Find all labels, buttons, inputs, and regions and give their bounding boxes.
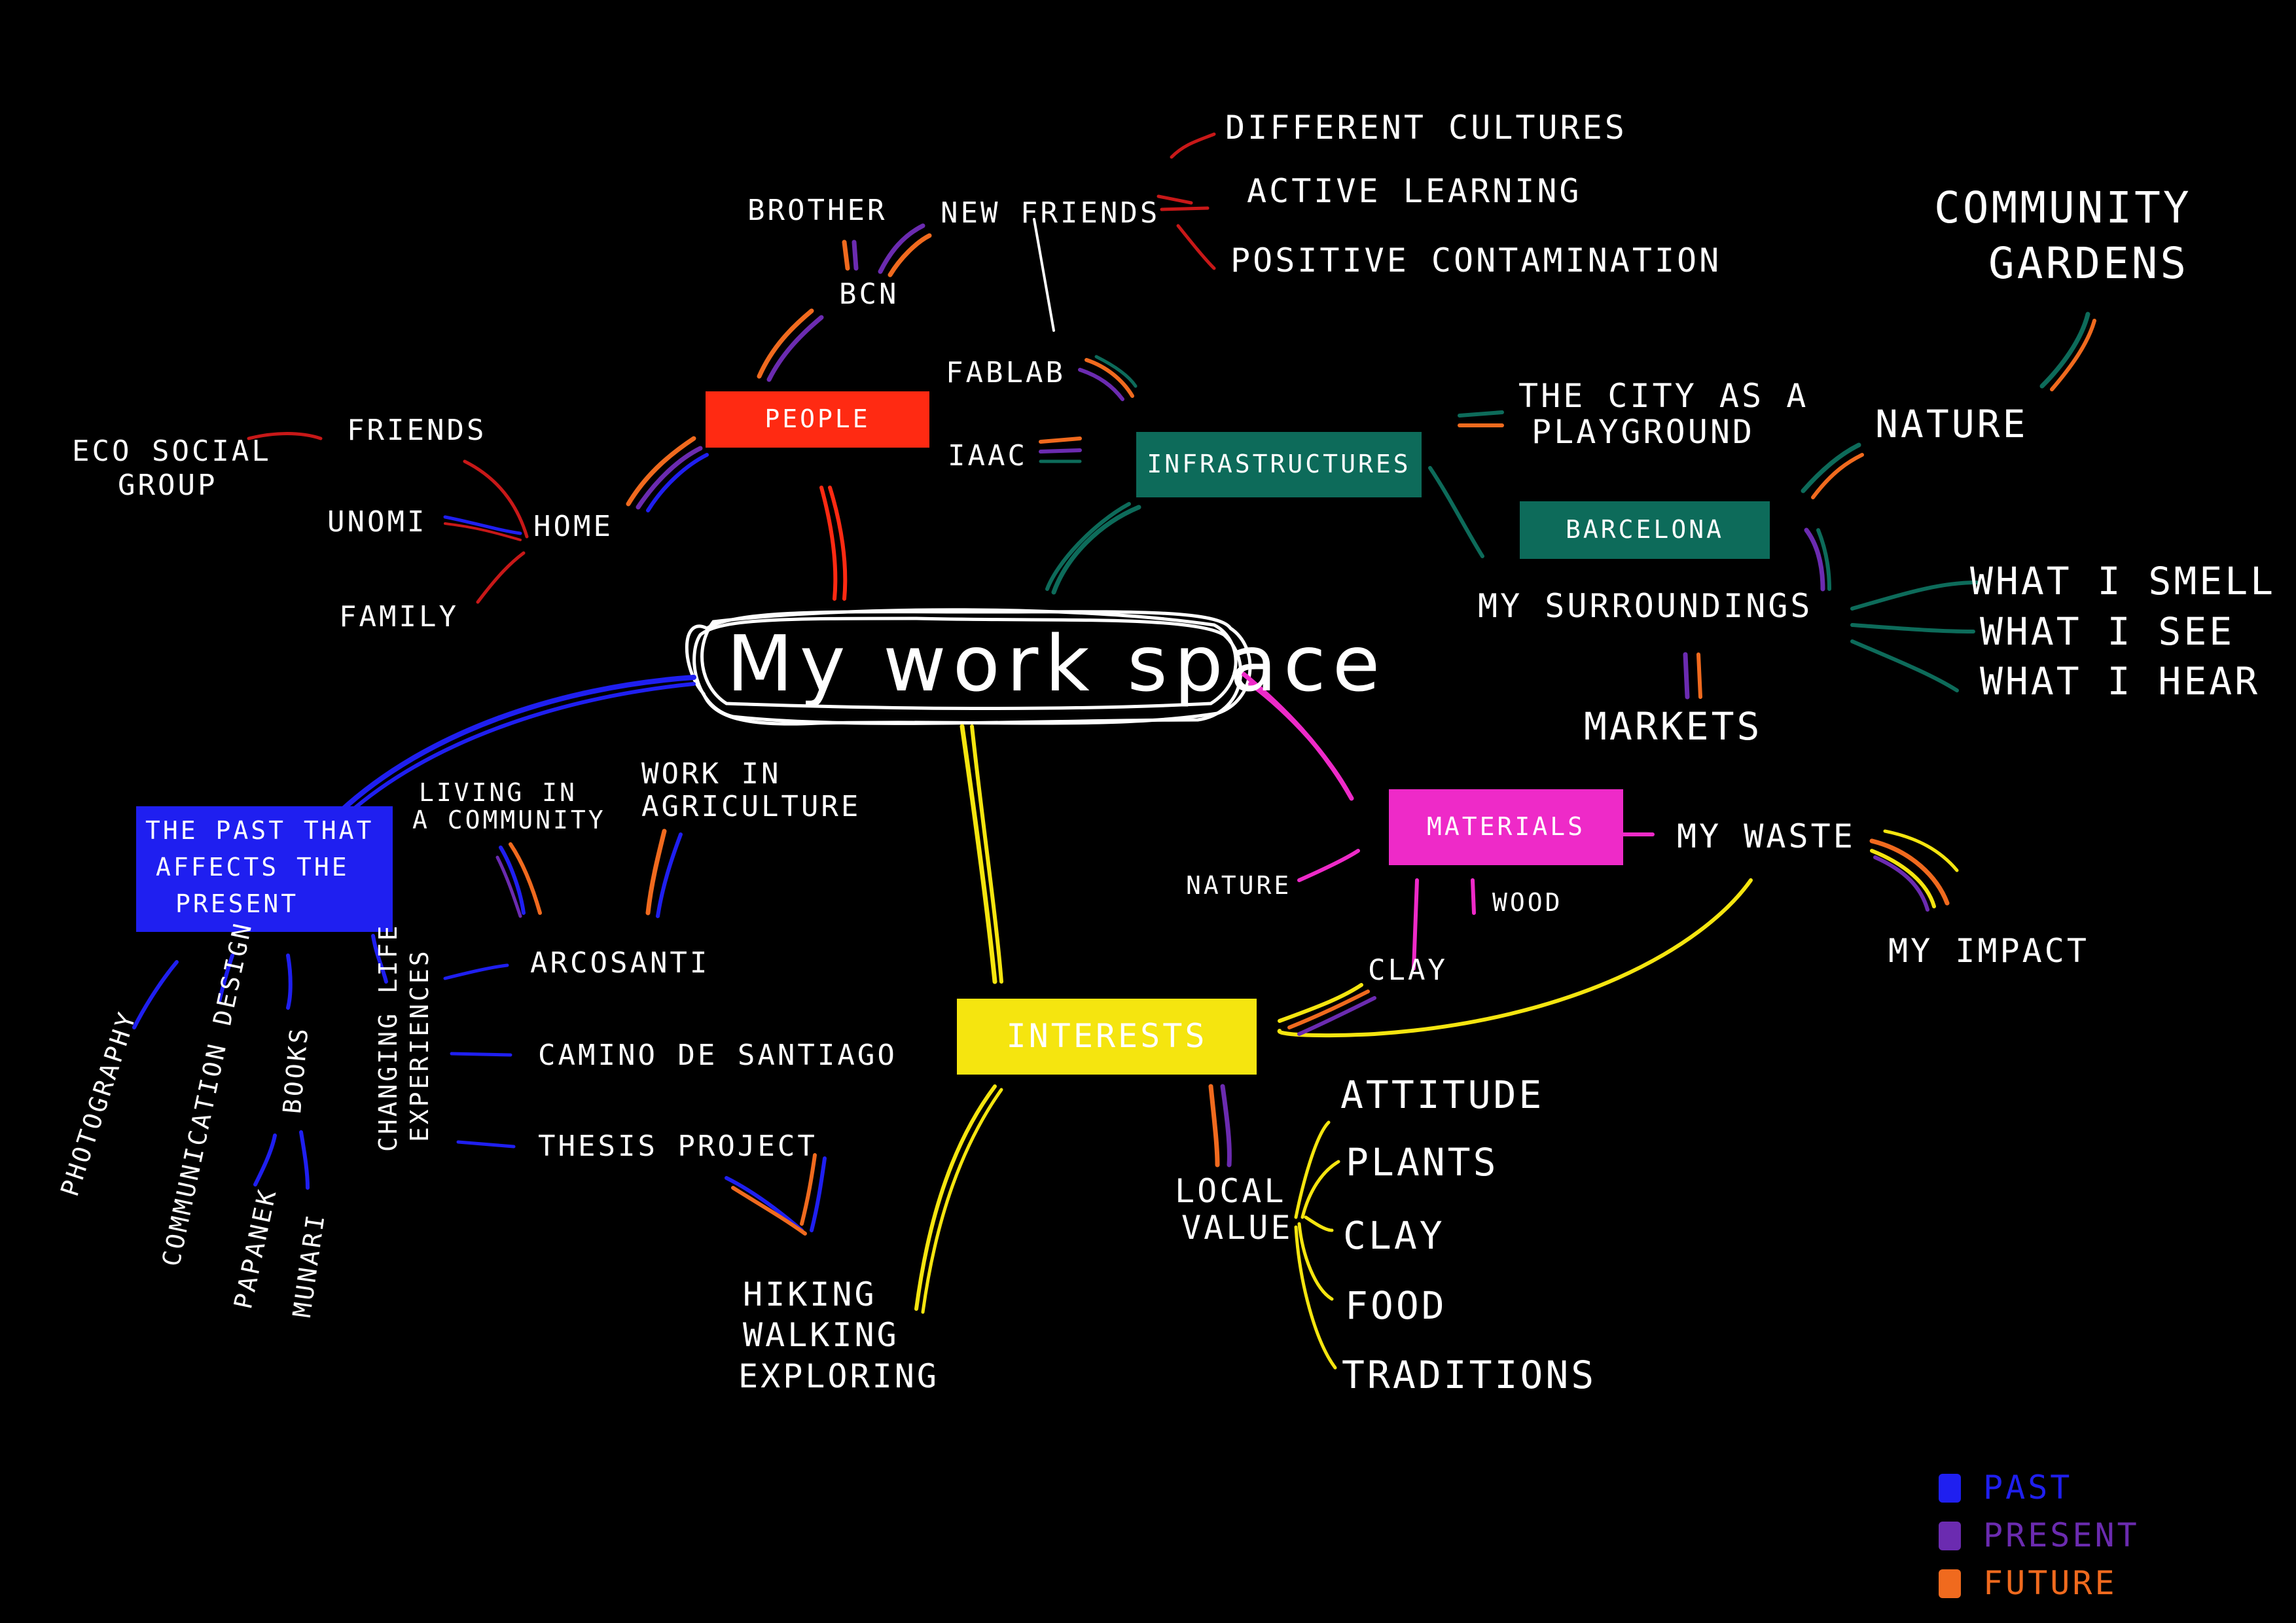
clay-materials-label: CLAY bbox=[1368, 954, 1448, 987]
legend-past-label: PAST bbox=[1983, 1469, 2073, 1507]
markets-label: MARKETS bbox=[1584, 704, 1763, 749]
my-surroundings-label: MY SURROUNDINGS bbox=[1478, 587, 1813, 625]
active-learning-label: ACTIVE LEARNING bbox=[1247, 172, 1582, 210]
community-gardens-line-1: COMMUNITY bbox=[1934, 183, 2192, 233]
nature-materials-label: NATURE bbox=[1186, 871, 1292, 900]
bcn-label: BCN bbox=[839, 277, 899, 311]
living-community-line-1: LIVING IN bbox=[419, 778, 577, 807]
legend-past-swatch bbox=[1939, 1474, 1961, 1503]
work-agriculture-line-2: AGRICULTURE bbox=[641, 790, 861, 823]
family-label: FAMILY bbox=[339, 600, 459, 633]
past-node-line-1: THE PAST THAT bbox=[145, 816, 374, 845]
local-value-line-1: LOCAL bbox=[1175, 1172, 1287, 1210]
iaac-label: IAAC bbox=[948, 439, 1028, 473]
friends-label: FRIENDS bbox=[347, 414, 487, 447]
my-impact-label: MY IMPACT bbox=[1888, 932, 2089, 970]
eco-social-line-2: GROUP bbox=[118, 469, 218, 502]
exploring-label: EXPLORING bbox=[738, 1357, 939, 1395]
thesis-label: THESIS PROJECT bbox=[538, 1130, 817, 1163]
barcelona-node: BARCELONA bbox=[1520, 501, 1770, 559]
eco-social-line-1: ECO SOCIAL bbox=[72, 435, 272, 468]
legend-present-label: PRESENT bbox=[1983, 1516, 2140, 1554]
infrastructures-node: INFRASTRUCTURES bbox=[1136, 432, 1422, 497]
city-playground-line-1: THE CITY AS A bbox=[1518, 377, 1809, 415]
central-topic-title: My work space bbox=[726, 618, 1387, 709]
positive-contamination-label: POSITIVE CONTAMINATION bbox=[1230, 241, 1722, 279]
arcosanti-label: ARCOSANTI bbox=[530, 946, 710, 980]
legend-future-label: FUTURE bbox=[1983, 1564, 2117, 1602]
community-gardens-line-2: GARDENS bbox=[1988, 238, 2189, 289]
past-node: THE PAST THAT AFFECTS THE PRESENT bbox=[136, 806, 393, 932]
food-label: FOOD bbox=[1345, 1283, 1447, 1328]
center-cloud-outline bbox=[685, 608, 1252, 726]
wood-label: WOOD bbox=[1492, 888, 1563, 917]
my-waste-label: MY WASTE bbox=[1677, 817, 1856, 855]
brother-label: BROTHER bbox=[747, 194, 888, 227]
walking-label: WALKING bbox=[743, 1316, 899, 1354]
people-node: PEOPLE bbox=[706, 391, 929, 448]
changing-life-line-2: EXPERIENCES bbox=[405, 948, 434, 1142]
new-friends-label: NEW FRIENDS bbox=[941, 196, 1160, 230]
traditions-label: TRADITIONS bbox=[1342, 1353, 1597, 1397]
what-i-smell-label: WHAT I SMELL bbox=[1970, 559, 2276, 603]
changing-life-line-1: CHANGING LIFE bbox=[374, 923, 403, 1152]
plants-label: PLANTS bbox=[1346, 1140, 1499, 1185]
past-node-line-2: AFFECTS THE bbox=[156, 853, 350, 882]
work-agriculture-line-1: WORK IN bbox=[641, 757, 781, 791]
hiking-label: HIKING bbox=[743, 1275, 877, 1313]
materials-node: MATERIALS bbox=[1389, 789, 1623, 865]
what-i-see-label: WHAT I SEE bbox=[1980, 609, 2235, 654]
nature-infra-label: NATURE bbox=[1875, 402, 2028, 446]
unomi-label: UNOMI bbox=[327, 505, 427, 539]
what-i-hear-label: WHAT I HEAR bbox=[1980, 659, 2261, 704]
clay-interests-label: CLAY bbox=[1343, 1213, 1445, 1258]
different-cultures-label: DIFFERENT CULTURES bbox=[1225, 109, 1627, 147]
fablab-label: FABLAB bbox=[946, 356, 1066, 389]
past-node-line-3: PRESENT bbox=[175, 889, 299, 918]
legend-future-swatch bbox=[1939, 1569, 1961, 1598]
legend-present-swatch bbox=[1939, 1522, 1961, 1550]
local-value-line-2: VALUE bbox=[1181, 1209, 1293, 1247]
living-community-line-2: A COMMUNITY bbox=[412, 806, 606, 834]
interests-node: INTERESTS bbox=[957, 999, 1257, 1075]
home-label: HOME bbox=[533, 510, 613, 543]
camino-label: CAMINO DE SANTIAGO bbox=[538, 1039, 897, 1072]
city-playground-line-2: PLAYGROUND bbox=[1532, 413, 1755, 451]
attitude-label: ATTITUDE bbox=[1340, 1073, 1545, 1117]
